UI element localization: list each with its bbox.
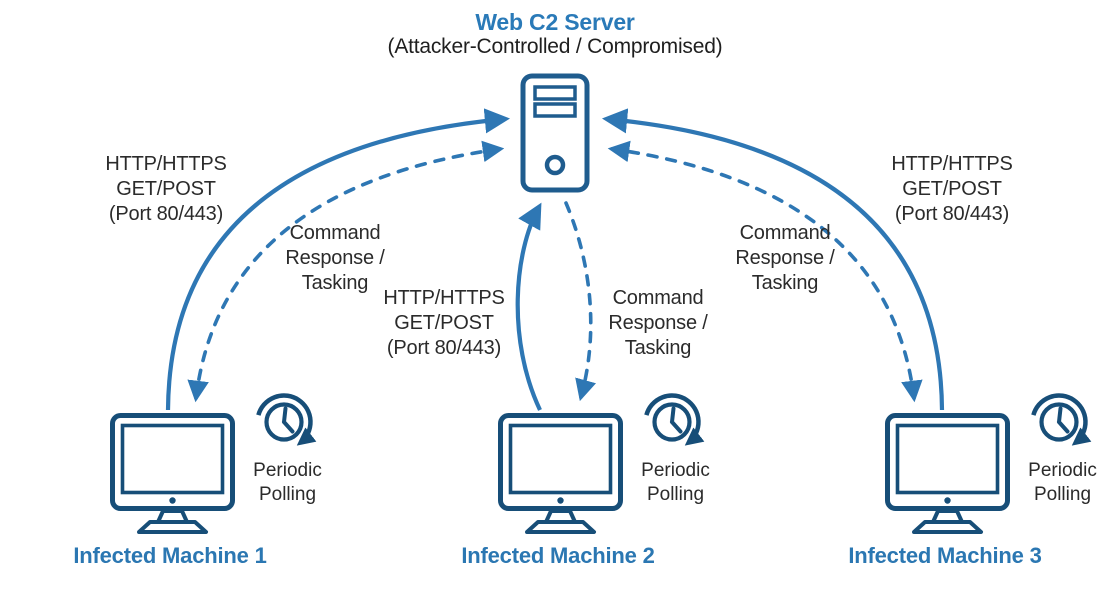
arrow-server-machine1-dashed	[187, 140, 505, 403]
machine-group-3: Periodic Polling Infected Machine 3	[830, 383, 1110, 588]
clock-refresh-icon	[256, 393, 317, 446]
edge-label-mid-protocol: HTTP/HTTPS GET/POST (Port 80/443)	[383, 287, 505, 359]
edge-label-left-command: Command Response / Tasking	[285, 222, 385, 294]
machine-label: Infected Machine 2	[461, 543, 655, 568]
server-tower-icon	[520, 73, 590, 193]
arrow-server-machine3-dashed	[607, 140, 923, 403]
edge-label-right-command: Command Response / Tasking	[735, 222, 835, 294]
machine-label: Infected Machine 1	[73, 543, 267, 568]
edge-label-left-protocol: HTTP/HTTPS GET/POST (Port 80/443)	[105, 153, 227, 225]
diagram-title: Web C2 Server	[475, 9, 635, 35]
machine-group-1: Periodic Polling Infected Machine 1	[55, 383, 335, 588]
edge-label-mid-command: Command Response / Tasking	[608, 287, 708, 359]
machine-group-2: Periodic Polling Infected Machine 2	[443, 383, 723, 588]
clock-refresh-icon	[1031, 393, 1092, 446]
monitor-icon	[885, 413, 1010, 534]
monitor-icon	[110, 413, 235, 534]
arrow-server-machine2-dashed	[564, 201, 597, 402]
edge-label-right-protocol: HTTP/HTTPS GET/POST (Port 80/443)	[891, 153, 1013, 225]
periodic-polling-label: Periodic Polling	[1028, 460, 1097, 505]
arrow-machine2-to-server-solid	[515, 202, 542, 411]
monitor-icon	[498, 413, 623, 534]
diagram-subtitle: (Attacker-Controlled / Compromised)	[387, 35, 723, 58]
clock-refresh-icon	[644, 393, 705, 446]
periodic-polling-label: Periodic Polling	[253, 460, 322, 505]
machine-label: Infected Machine 3	[848, 543, 1042, 568]
periodic-polling-label: Periodic Polling	[641, 460, 710, 505]
